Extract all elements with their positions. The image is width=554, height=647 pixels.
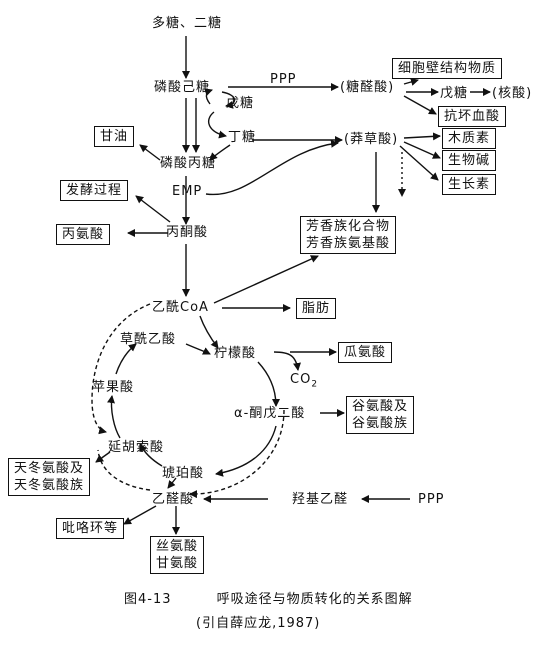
box-aromatic: 芳香族化合物 芳香族氨基酸 xyxy=(300,216,397,254)
arrow-fumarate-to-malate xyxy=(107,395,121,439)
arrow-hexose-to-pentose xyxy=(221,91,236,109)
arrow-succinate-to-fumarate xyxy=(139,443,163,467)
arrow-shikimic-to-alkaloid xyxy=(403,141,441,159)
label-ppp-top: PPP xyxy=(270,72,297,87)
box-aspartate: 天冬氨酸及 天冬氨酸族 xyxy=(8,458,91,496)
arrow-succinate-to-glyoxylate xyxy=(167,477,177,489)
glutamate-line-1: 谷氨酸及 xyxy=(352,399,409,414)
label-emp: EMP xyxy=(172,184,203,199)
node-nucleic-acid: (核酸) xyxy=(492,86,533,101)
box-alkaloid: 生物碱 xyxy=(442,150,497,171)
node-uronic-acid: (糖醛酸) xyxy=(340,80,395,95)
box-porphyrin: 吡咯环等 xyxy=(56,518,125,539)
arrow-acetylcoa-to-citrate xyxy=(199,315,219,349)
node-hexose-phosphate: 磷酸己糖 xyxy=(154,80,211,95)
node-fumarate: 延胡索酸 xyxy=(108,440,165,455)
glutamate-line-2: 谷氨酸族 xyxy=(352,416,409,431)
node-pyruvate: 丙酮酸 xyxy=(166,225,209,240)
box-growth-hormone: 生长素 xyxy=(442,174,497,195)
box-cell-wall: 细胞壁结构物质 xyxy=(392,58,503,79)
node-acetyl-coa: 乙酰CoA xyxy=(152,300,209,315)
figure-title: 呼吸途径与物质转化的关系图解 xyxy=(216,592,413,607)
arrow-shikimic-to-lignin xyxy=(403,132,441,141)
box-alanine: 丙氨酸 xyxy=(56,224,111,245)
node-oxaloacetate: 草酰乙酸 xyxy=(120,332,177,347)
node-pentose-right: 戊糖 xyxy=(440,86,469,101)
arrow-malate-to-oxaloacetate xyxy=(115,343,137,375)
arrow-citrate-to-co2 xyxy=(273,351,301,371)
node-succinate: 琥珀酸 xyxy=(162,466,205,481)
arrow-triose-to-glycerol xyxy=(139,144,161,161)
arrow-pentose-to-tetrose xyxy=(207,111,227,139)
arrow-akg-to-succinate xyxy=(215,425,277,477)
aromatic-line-2: 芳香族氨基酸 xyxy=(306,236,391,251)
node-citrate: 柠檬酸 xyxy=(214,346,257,361)
box-fermentation: 发酵过程 xyxy=(60,180,129,201)
node-malate: 苹果酸 xyxy=(92,380,135,395)
arrow-uronic-to-ascorbic xyxy=(403,95,437,115)
figure-caption: 图4-13 呼吸途径与物质转化的关系图解 xyxy=(124,588,413,607)
node-pentose-mid: 戊糖 xyxy=(226,96,255,111)
arrow-dashed-acetylcoa-to-malate xyxy=(91,303,151,435)
arrow-emp-to-shikimic xyxy=(205,139,339,196)
node-alpha-kg: α-酮戊二酸 xyxy=(234,406,306,421)
arrow-fumarate-to-aspartate xyxy=(95,451,111,463)
figure-number: 图4-13 xyxy=(124,592,172,607)
box-lignin: 木质素 xyxy=(442,128,497,149)
box-glycerol: 甘油 xyxy=(94,126,135,147)
box-glutamate: 谷氨酸及 谷氨酸族 xyxy=(346,396,415,434)
arrow-pyruvate-to-fermentation xyxy=(135,195,171,223)
serine-line: 丝氨酸 xyxy=(156,539,199,554)
co2-subscript: 2 xyxy=(311,379,319,390)
arrow-acetylcoa-to-aromatic xyxy=(213,255,319,304)
arrow-uronic-to-cellwall xyxy=(403,78,419,86)
arrow-oxaloacetate-to-citrate xyxy=(185,343,211,355)
box-fat: 脂肪 xyxy=(296,298,337,319)
aspartate-line-1: 天冬氨酸及 xyxy=(14,461,85,476)
node-co2: CO2 xyxy=(290,372,318,393)
arrow-dashed-glyoxylate-to-malate xyxy=(97,449,151,491)
node-triose-phosphate: 磷酸丙糖 xyxy=(160,156,217,171)
arrow-tetrose-to-triose xyxy=(209,144,231,161)
aromatic-line-1: 芳香族化合物 xyxy=(306,219,391,234)
arrow-shikimic-to-growth xyxy=(399,145,439,181)
node-glyoxylate: 乙醛酸 xyxy=(152,492,195,507)
node-hydroxypyruvate: 羟基乙醛 xyxy=(292,492,349,507)
arrow-dashed-isocitrate-to-glyoxylate xyxy=(189,409,285,499)
arrow-citrate-to-akg xyxy=(257,361,280,407)
arrow-pentose-to-hexose xyxy=(204,88,213,105)
co2-text: CO xyxy=(290,372,312,387)
node-polysaccharide: 多糖、二糖 xyxy=(152,16,223,31)
box-serine-glycine: 丝氨酸 甘氨酸 xyxy=(150,536,205,574)
box-ascorbic-acid: 抗坏血酸 xyxy=(438,106,507,127)
box-ornithine: 瓜氨酸 xyxy=(338,342,393,363)
figure-source: (引自薛应龙,1987) xyxy=(196,616,321,631)
arrow-glyoxylate-to-porphyrin xyxy=(123,505,157,525)
aspartate-line-2: 天冬氨酸族 xyxy=(14,478,85,493)
label-ppp-bottom: PPP xyxy=(418,492,445,507)
glycine-line: 甘氨酸 xyxy=(156,556,199,571)
node-tetrose: 丁糖 xyxy=(228,130,257,145)
node-shikimic-acid: (莽草酸) xyxy=(344,132,399,147)
